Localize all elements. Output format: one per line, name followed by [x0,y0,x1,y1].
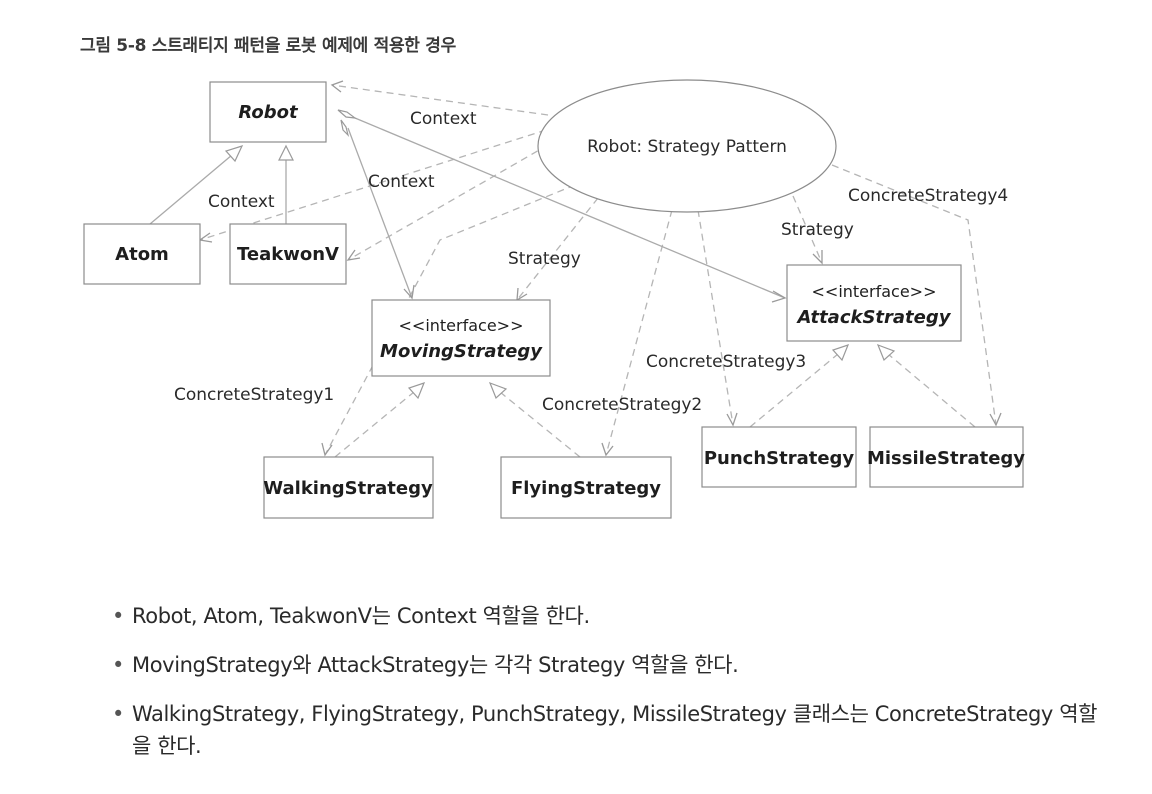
collab-line-flying [605,209,673,456]
arrowhead [198,232,213,243]
arrowhead [726,412,738,427]
collab-line-walking [324,184,576,456]
realization-triangle [831,344,850,362]
class-flying-strategy: FlyingStrategy [500,456,672,519]
realization-triangle [407,382,426,400]
class-box [229,223,347,285]
figure-title: 그림 5-8 스트래티지 패턴을 로봇 예제에 적용한 경우 [80,36,456,56]
association-lines [337,109,787,303]
arrowhead [601,442,614,457]
class-box [371,299,551,377]
class-robot: Robot [209,81,327,143]
label-context-robot: Context [410,109,477,129]
class-name-flying-strategy: FlyingStrategy [511,478,661,499]
class-name-robot: Robot [238,102,299,123]
arrowhead [321,442,333,457]
aggregation-diamond [340,119,350,137]
ellipse-label: Robot: Strategy Pattern [587,137,787,157]
class-name-teakwonv: TeakwonV [237,244,339,265]
class-box [500,456,672,519]
label-concrete-strategy-2: ConcreteStrategy2 [542,395,702,415]
class-name-moving-strategy: MovingStrategy [380,341,543,362]
association-robot-attack [354,117,786,299]
class-moving-strategy: <<interface>> MovingStrategy [371,299,551,377]
label-context-teakwonv: Context [368,172,435,192]
edge-labels: Context Context Context Strategy Strateg… [174,109,1008,415]
arrowhead [403,284,415,300]
collab-line-robot [331,84,549,116]
class-name-punch-strategy: PunchStrategy [704,448,855,469]
association-robot-moving [347,127,413,299]
class-name-atom: Atom [115,244,169,265]
role-notes-list: Robot, Atom, TeakwonV는 Context 역할을 한다. M… [112,600,1102,779]
label-strategy-attack: Strategy [781,220,854,240]
realization-triangle [488,381,508,400]
class-box [263,456,434,519]
realization-triangle [876,343,896,362]
arrowhead [346,249,361,261]
strategy-pattern-diagram: Robot: Strategy Pattern Robot Atom Teakw… [83,79,1025,519]
realization-lines [334,343,976,458]
arrowhead [989,412,1002,427]
collab-line-moving [516,197,599,301]
inheritance-line-atom [149,154,233,225]
label-context-atom: Context [208,192,275,212]
class-box [83,223,201,285]
class-box [869,426,1024,488]
stereotype-moving: <<interface>> [399,316,524,335]
class-name-walking-strategy: WalkingStrategy [263,478,433,499]
inheritance-robot [149,144,294,225]
collab-line-teakwonv [347,144,549,261]
class-name-attack-strategy: AttackStrategy [796,307,952,328]
note-context: Robot, Atom, TeakwonV는 Context 역할을 한다. [112,600,1102,632]
class-atom: Atom [83,223,201,285]
label-strategy-moving: Strategy [508,249,581,269]
note-concrete-strategy: WalkingStrategy, FlyingStrategy, PunchSt… [112,698,1102,762]
class-walking-strategy: WalkingStrategy [263,456,434,519]
label-concrete-strategy-3: ConcreteStrategy3 [646,352,806,372]
collab-line-punch [697,209,734,426]
inheritance-triangle [278,144,294,161]
note-strategy: MovingStrategy와 AttackStrategy는 각각 Strat… [112,649,1102,681]
realization-missile-attack [887,353,976,428]
arrowhead [812,250,823,265]
class-name-missile-strategy: MissileStrategy [867,448,1025,469]
collab-line-attack [792,195,823,264]
collab-line-atom [199,129,547,241]
arrowhead [771,290,787,303]
collab-line-missile [831,164,997,426]
class-teakwonv: TeakwonV [229,223,347,285]
ellipse-shape [537,79,837,213]
inheritance-triangle [224,145,244,163]
label-concrete-strategy-4: ConcreteStrategy4 [848,186,1008,206]
realization-flying-moving [499,391,581,458]
arrowhead [330,80,344,93]
label-concrete-strategy-1: ConcreteStrategy1 [174,385,334,405]
collaboration-ellipse: Robot: Strategy Pattern [537,79,837,213]
class-missile-strategy: MissileStrategy [867,426,1025,488]
class-box [786,264,962,342]
stereotype-attack: <<interface>> [812,282,937,301]
class-attack-strategy: <<interface>> AttackStrategy [786,264,962,342]
class-punch-strategy: PunchStrategy [701,426,857,488]
class-box [701,426,857,488]
class-box [209,81,327,143]
realization-walking-moving [334,391,415,458]
aggregation-diamond [337,109,358,119]
